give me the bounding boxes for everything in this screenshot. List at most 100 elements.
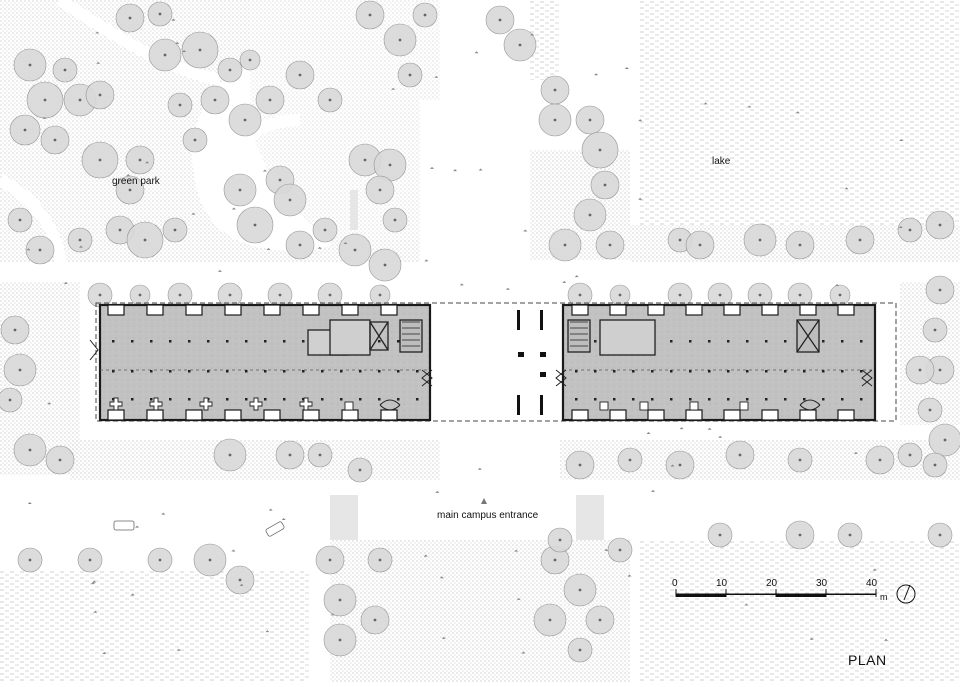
- tree: [829, 284, 851, 306]
- tree: [317, 282, 343, 308]
- tree: [590, 170, 620, 200]
- tree: [81, 141, 119, 179]
- tree: [897, 217, 923, 243]
- tree: [223, 173, 257, 207]
- entrance-marker-icon: [481, 498, 487, 504]
- tree: [193, 543, 227, 577]
- tree: [865, 445, 895, 475]
- scale-unit-label: m: [880, 592, 888, 602]
- tree: [228, 103, 262, 137]
- ground-scatter: [26, 18, 904, 654]
- tree: [540, 545, 570, 575]
- tree: [115, 3, 145, 33]
- north-arrow-icon: [896, 584, 916, 604]
- tree: [115, 175, 145, 205]
- tree: [397, 62, 423, 88]
- scale-tick-label: 20: [766, 578, 778, 589]
- tree: [725, 440, 755, 470]
- tree: [547, 527, 573, 553]
- tree: [323, 623, 357, 657]
- tree: [567, 637, 593, 663]
- tree: [162, 217, 188, 243]
- tree: [485, 5, 515, 35]
- tree: [267, 282, 293, 308]
- scale-tick-label: 30: [816, 578, 828, 589]
- tree: [13, 433, 47, 467]
- tree: [126, 221, 164, 259]
- tree: [255, 85, 285, 115]
- doors: [89, 339, 873, 411]
- tree: [665, 450, 695, 480]
- tree: [285, 230, 315, 260]
- tree: [905, 355, 935, 385]
- tree: [360, 605, 390, 635]
- scale-tick-label: 0: [672, 578, 678, 589]
- tree: [285, 60, 315, 90]
- tree: [607, 537, 633, 563]
- tree: [225, 565, 255, 595]
- tree: [26, 81, 64, 119]
- tree: [917, 397, 943, 423]
- tree: [239, 49, 261, 71]
- tree: [17, 547, 43, 573]
- tree: [315, 545, 345, 575]
- tree: [743, 223, 777, 257]
- tree: [67, 227, 93, 253]
- tree: [617, 447, 643, 473]
- tree: [147, 1, 173, 27]
- scale-tick-label: 40: [866, 578, 878, 589]
- tree: [338, 233, 372, 267]
- tree: [540, 75, 570, 105]
- tree: [348, 143, 382, 177]
- tree: [845, 225, 875, 255]
- tree: [609, 284, 631, 306]
- tree: [317, 87, 343, 113]
- tree: [927, 522, 953, 548]
- tree: [167, 92, 193, 118]
- lake-label: lake: [712, 156, 731, 167]
- roads: [0, 0, 960, 540]
- trees: [0, 0, 960, 663]
- tree: [77, 547, 103, 573]
- tree: [40, 125, 70, 155]
- tree: [273, 183, 307, 217]
- tree: [785, 520, 815, 550]
- tree: [925, 275, 955, 305]
- tree: [383, 23, 417, 57]
- tree: [368, 248, 402, 282]
- tree: [585, 605, 615, 635]
- tree: [217, 57, 243, 83]
- tree: [787, 282, 813, 308]
- tree: [0, 387, 23, 413]
- tree: [52, 57, 78, 83]
- tree: [548, 228, 582, 262]
- tree: [125, 145, 155, 175]
- tree: [685, 230, 715, 260]
- tree: [85, 80, 115, 110]
- tree: [565, 450, 595, 480]
- tree: [533, 603, 567, 637]
- tree: [922, 317, 948, 343]
- tree: [382, 207, 408, 233]
- tree: [355, 0, 385, 30]
- tree: [369, 284, 391, 306]
- tree: [928, 423, 960, 457]
- tree: [275, 440, 305, 470]
- tree: [3, 353, 37, 387]
- tree: [307, 442, 333, 468]
- east-core: [567, 319, 820, 356]
- tree: [9, 114, 41, 146]
- tree: [581, 131, 619, 169]
- tree: [595, 230, 625, 260]
- tree: [707, 522, 733, 548]
- tree: [45, 445, 75, 475]
- facade-bays: [107, 304, 855, 421]
- tree: [922, 452, 948, 478]
- tree: [573, 198, 607, 232]
- building-outline: [95, 302, 897, 422]
- tree: [200, 85, 230, 115]
- tree: [217, 282, 243, 308]
- furniture: [109, 397, 749, 411]
